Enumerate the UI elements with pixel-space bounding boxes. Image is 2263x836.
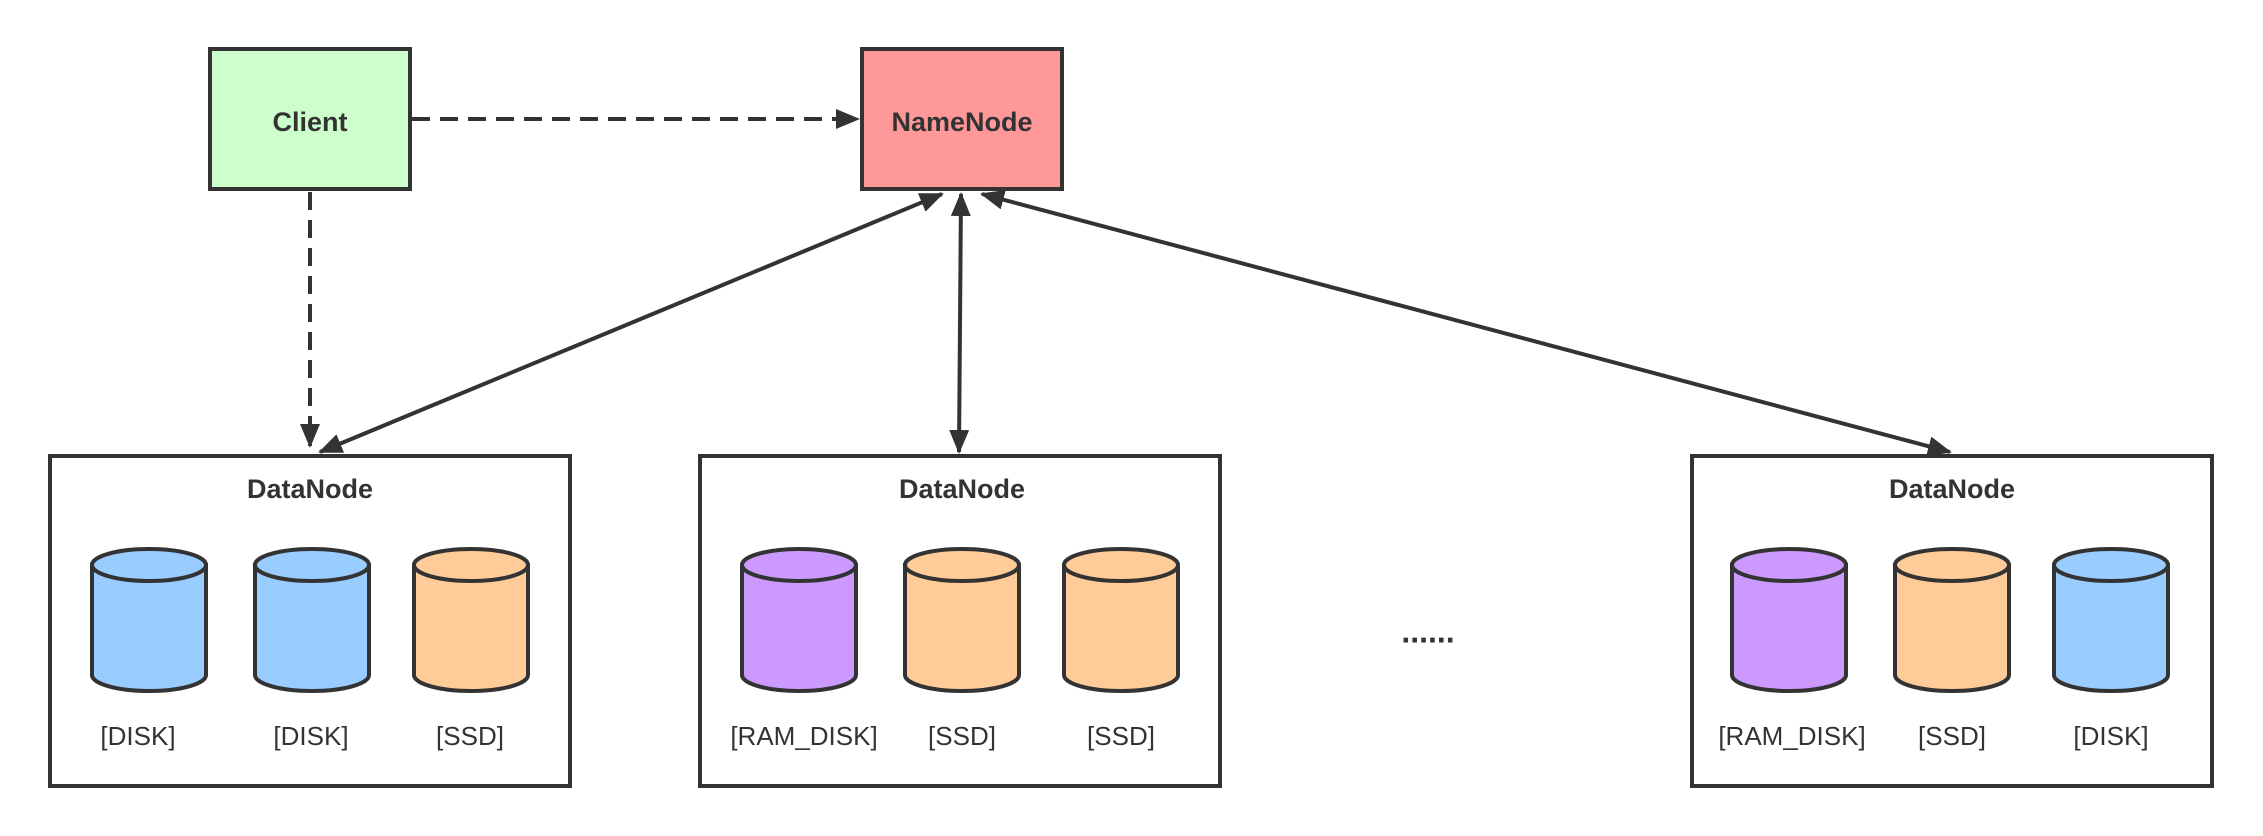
volume-label: [SSD] bbox=[1918, 721, 1986, 751]
cylinder-body bbox=[90, 563, 208, 693]
ram-disk-volume-icon bbox=[740, 547, 858, 693]
datanode-label: DataNode bbox=[899, 474, 1025, 504]
connectors bbox=[300, 109, 1952, 456]
namenode-box bbox=[860, 47, 1064, 191]
cylinder-body bbox=[2052, 563, 2170, 693]
cylinder-top bbox=[740, 547, 858, 583]
volume-label: [DISK] bbox=[2073, 721, 2148, 751]
volume-label: [DISK] bbox=[100, 721, 175, 751]
cylinder-top bbox=[903, 547, 1021, 583]
disk-volume-icon bbox=[90, 547, 208, 693]
ssd-volume-icon bbox=[903, 547, 1021, 693]
volume-label: [RAM_DISK] bbox=[1718, 721, 1865, 751]
disk-volume-icon bbox=[2052, 547, 2170, 693]
namenode-datanode-1-link bbox=[318, 192, 944, 454]
cylinder-body bbox=[253, 563, 371, 693]
client-box bbox=[208, 47, 412, 191]
cylinder-top bbox=[1893, 547, 2011, 583]
cylinder-body bbox=[1062, 563, 1180, 693]
disk-volume-icon bbox=[253, 547, 371, 693]
cylinder-body bbox=[740, 563, 858, 693]
datanode-label: DataNode bbox=[1889, 474, 2015, 504]
ssd-volume-icon bbox=[412, 547, 530, 693]
datanode-2: DataNode [RAM_DISK] [SSD] [SSD] bbox=[698, 454, 1222, 788]
datanode-3: DataNode [RAM_DISK] [SSD] [DISK] bbox=[1690, 454, 2214, 788]
cylinder-top bbox=[90, 547, 208, 583]
namenode-node: NameNode bbox=[860, 47, 1064, 191]
volume-label: [RAM_DISK] bbox=[730, 721, 877, 751]
cylinder-top bbox=[2052, 547, 2170, 583]
cylinder-top bbox=[1730, 547, 1848, 583]
namenode-label: NameNode bbox=[891, 107, 1032, 137]
volume-label: [DISK] bbox=[273, 721, 348, 751]
cylinder-top bbox=[253, 547, 371, 583]
cylinder-body bbox=[412, 563, 530, 693]
client-label: Client bbox=[272, 107, 347, 137]
volume-label: [SSD] bbox=[436, 721, 504, 751]
cylinder-top bbox=[1062, 547, 1180, 583]
namenode-datanode-2-link bbox=[949, 192, 971, 454]
volume-label: [SSD] bbox=[1087, 721, 1155, 751]
more-datanodes-ellipsis: ...... bbox=[1401, 613, 1454, 649]
cylinder-body bbox=[1730, 563, 1848, 693]
datanode-label: DataNode bbox=[247, 474, 373, 504]
volume-label: [SSD] bbox=[928, 721, 996, 751]
namenode-datanode-3-link bbox=[980, 190, 1952, 456]
cylinder-body bbox=[903, 563, 1021, 693]
client-node: Client bbox=[208, 47, 412, 191]
cylinder-body bbox=[1893, 563, 2011, 693]
ssd-volume-icon bbox=[1062, 547, 1180, 693]
ram-disk-volume-icon bbox=[1730, 547, 1848, 693]
datanode-1: DataNode [DISK] [DISK] [SSD] bbox=[48, 454, 572, 788]
ssd-volume-icon bbox=[1893, 547, 2011, 693]
cylinder-top bbox=[412, 547, 530, 583]
